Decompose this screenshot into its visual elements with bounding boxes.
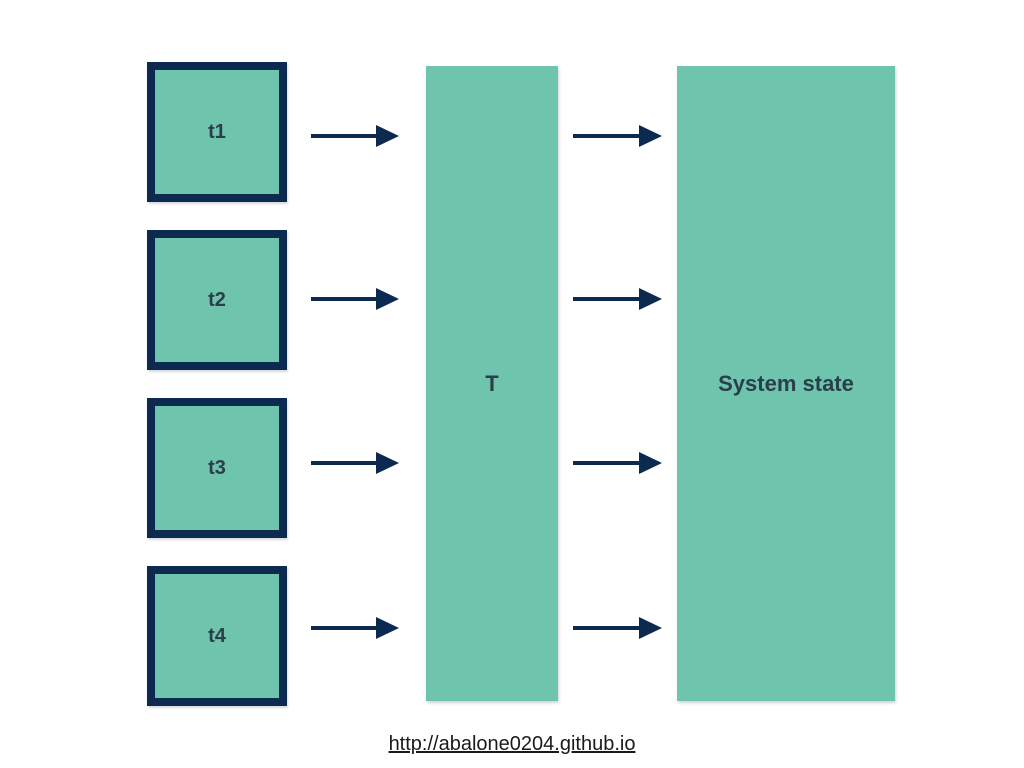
arrow-right-icon xyxy=(311,288,399,310)
thread-label: t1 xyxy=(208,120,226,143)
thread-box-t3: t3 xyxy=(147,398,287,538)
thread-label: t2 xyxy=(208,288,226,311)
arrow-right-icon xyxy=(573,452,662,474)
thread-box-t1: t1 xyxy=(147,62,287,202)
thread-box-t4: t4 xyxy=(147,566,287,706)
arrow-right-icon xyxy=(311,452,399,474)
system-state-label: System state xyxy=(718,370,854,396)
footer: http://abalone0204.github.io xyxy=(0,733,1024,756)
arrow-right-icon xyxy=(573,617,662,639)
thread-box-t2: t2 xyxy=(147,230,287,370)
transaction-label: T xyxy=(485,370,499,396)
arrow-right-icon xyxy=(573,125,662,147)
footer-url-link[interactable]: http://abalone0204.github.io xyxy=(388,733,636,755)
arrow-right-icon xyxy=(573,288,662,310)
arrow-right-icon xyxy=(311,617,399,639)
arrow-right-icon xyxy=(311,125,399,147)
thread-label: t4 xyxy=(208,624,226,647)
thread-label: t3 xyxy=(208,456,226,479)
transaction-block: T xyxy=(426,66,558,701)
system-state-block: System state xyxy=(677,66,895,701)
